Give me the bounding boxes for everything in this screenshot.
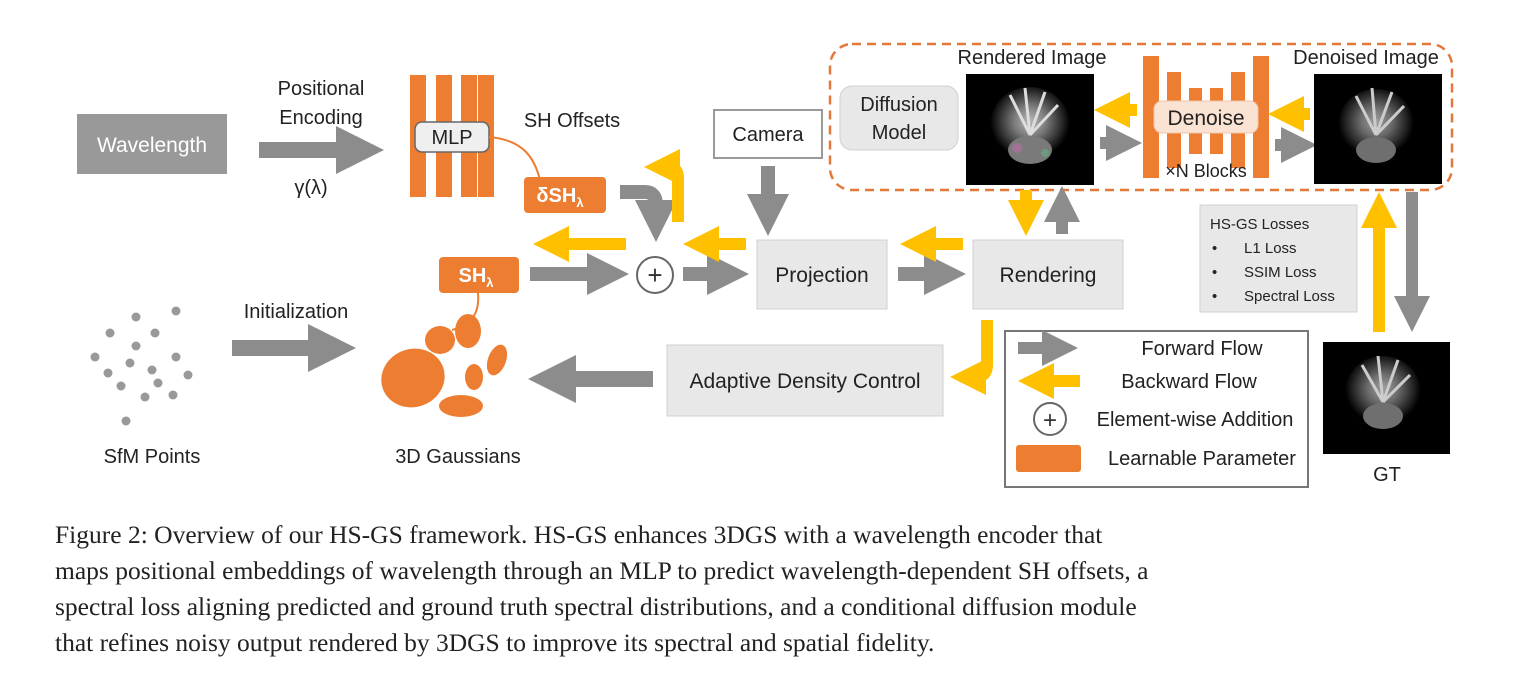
delta-sh-label: δSHλ	[536, 185, 584, 210]
sh-offsets-label: SH Offsets	[524, 110, 620, 132]
caption-line: that refines noisy output rendered by 3D…	[55, 628, 935, 657]
denoise-label: Denoise	[1167, 107, 1244, 130]
n-blocks-label: ×N Blocks	[1165, 161, 1247, 181]
gt-image	[1323, 342, 1450, 454]
element-wise-addition	[636, 256, 674, 294]
legend-learnable-swatch	[1016, 445, 1081, 472]
camera-box	[713, 109, 823, 159]
framework-diagram: Wavelength Positional Encoding γ(λ) MLP …	[77, 42, 1454, 488]
rendering-to-adc-arrow	[950, 320, 993, 395]
rendered-image-title: Rendered Image	[958, 47, 1107, 69]
loss-item-l1: L1 Loss	[1244, 240, 1297, 257]
mlp-to-delta-link	[488, 136, 541, 181]
denoise-unet	[1143, 56, 1269, 178]
projection-label: Projection	[775, 264, 868, 287]
rendering-label: Rendering	[1000, 264, 1097, 287]
delta-to-plus-arrow	[620, 185, 677, 242]
model-label: Model	[872, 122, 926, 144]
positional-label: Positional	[278, 78, 365, 100]
losses-title: HS-GS Losses	[1210, 216, 1309, 233]
adaptive-density-label: Adaptive Density Control	[689, 370, 920, 393]
mlp-label: MLP	[431, 127, 472, 149]
rendering-box	[972, 239, 1124, 310]
sfm-points-label: SfM Points	[104, 446, 201, 468]
losses-box	[1199, 204, 1358, 313]
legend-learnable-label: Learnable Parameter	[1108, 448, 1296, 470]
loss-bullet-1: •	[1212, 240, 1217, 257]
diffusion-label: Diffusion	[860, 94, 937, 116]
camera-label: Camera	[732, 124, 804, 146]
loss-item-spectral: Spectral Loss	[1244, 288, 1335, 305]
wavelength-label: Wavelength	[97, 134, 207, 157]
legend-plus: +	[1043, 407, 1057, 434]
delta-sh-param	[524, 177, 606, 213]
caption-line: maps positional embeddings of wavelength…	[55, 556, 1149, 585]
denoised-image	[1314, 74, 1442, 184]
legend-addition-label: Element-wise Addition	[1097, 409, 1294, 431]
encoding-label: Encoding	[279, 107, 362, 129]
diffusion-region	[828, 42, 1454, 192]
caption-line: spectral loss aligning predicted and gro…	[55, 592, 1137, 621]
backward-to-delta-arrow	[644, 149, 684, 222]
wavelength-box	[77, 114, 227, 174]
legend-backward-label: Backward Flow	[1121, 371, 1257, 393]
loss-item-ssim: SSIM Loss	[1244, 264, 1317, 281]
sfm-points	[90, 306, 193, 426]
initialization-label: Initialization	[244, 301, 349, 323]
rendered-image	[966, 74, 1094, 185]
gaussians-label: 3D Gaussians	[395, 446, 521, 468]
figure-caption: Figure 2: Overview of our HS-GS framewor…	[55, 517, 1465, 661]
sh-param	[439, 257, 519, 293]
legend-addition-swatch	[1033, 402, 1067, 436]
loss-bullet-2: •	[1212, 264, 1217, 281]
loss-bullet-3: •	[1212, 288, 1217, 305]
projection-box	[756, 239, 888, 310]
3d-gaussians	[381, 314, 508, 417]
mlp-block	[410, 75, 494, 197]
gt-label: GT	[1373, 464, 1401, 486]
diffusion-model-box	[839, 85, 959, 151]
plus-label: +	[647, 260, 662, 290]
denoised-image-title: Denoised Image	[1293, 47, 1439, 69]
sh-label: SHλ	[458, 265, 494, 290]
caption-line: Figure 2: Overview of our HS-GS framewor…	[55, 520, 1103, 549]
gamma-label: γ(λ)	[294, 177, 327, 199]
legend-forward-label: Forward Flow	[1141, 338, 1263, 360]
adaptive-density-box	[666, 344, 944, 417]
